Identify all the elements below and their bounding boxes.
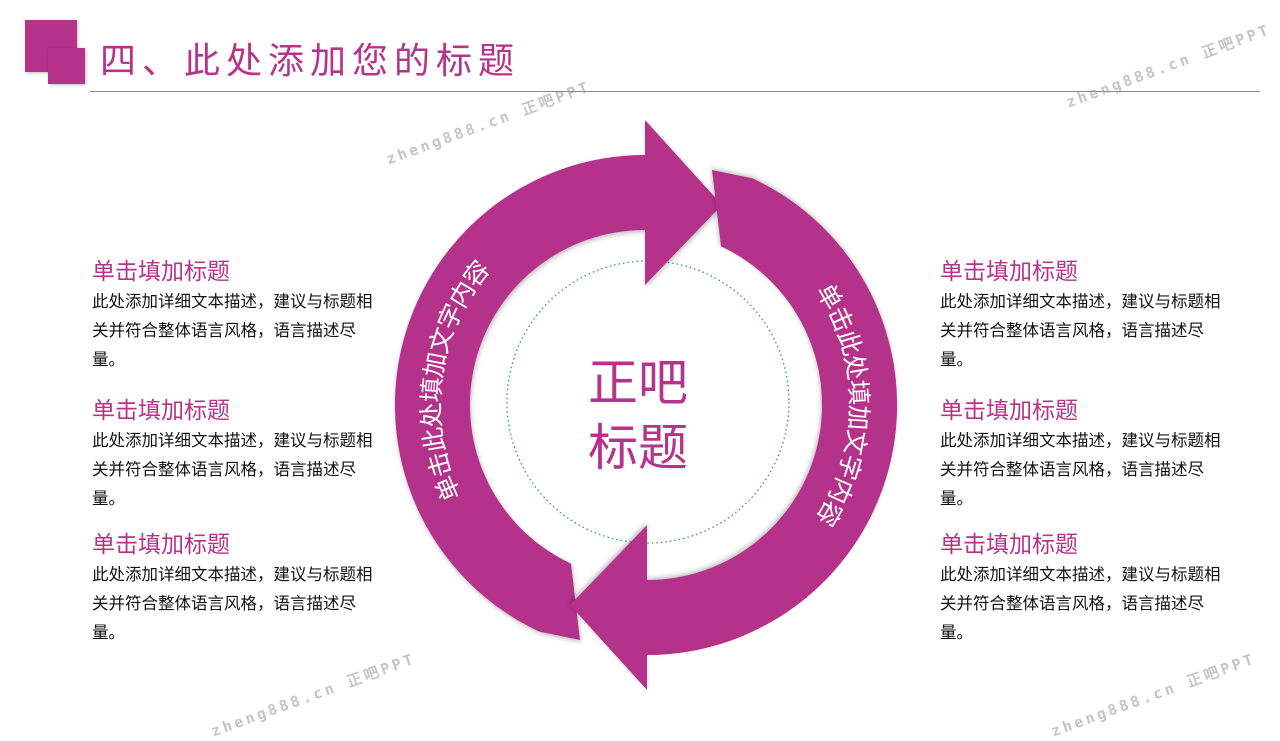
block-body: 此处添加详细文本描述，建议与标题相关并符合整体语言风格，语言描述尽量。	[940, 431, 1221, 508]
block-title: 单击填加标题	[92, 398, 230, 424]
block-title: 单击填加标题	[940, 259, 1078, 285]
block-title: 单击填加标题	[940, 398, 1078, 424]
right-text-block-3[interactable]: 单击填加标题 此处添加详细文本描述，建议与标题相关并符合整体语言风格，语言描述尽…	[940, 530, 1240, 647]
left-text-block-2[interactable]: 单击填加标题 此处添加详细文本描述，建议与标题相关并符合整体语言风格，语言描述尽…	[92, 396, 392, 513]
decor-square-front	[48, 48, 85, 84]
page-title: 四、此处添加您的标题	[100, 41, 521, 82]
block-body: 此处添加详细文本描述，建议与标题相关并符合整体语言风格，语言描述尽量。	[92, 431, 373, 508]
cycle-arrow-top-left	[394, 120, 722, 640]
left-text-block-1[interactable]: 单击填加标题 此处添加详细文本描述，建议与标题相关并符合整体语言风格，语言描述尽…	[92, 257, 392, 374]
block-body: 此处添加详细文本描述，建议与标题相关并符合整体语言风格，语言描述尽量。	[92, 292, 373, 369]
center-title-line1[interactable]: 正吧	[588, 354, 688, 412]
title-divider	[90, 91, 1260, 92]
left-text-block-3[interactable]: 单击填加标题 此处添加详细文本描述，建议与标题相关并符合整体语言风格，语言描述尽…	[92, 530, 392, 647]
block-body: 此处添加详细文本描述，建议与标题相关并符合整体语言风格，语言描述尽量。	[940, 292, 1221, 369]
center-title-line2[interactable]: 标题	[588, 419, 688, 477]
cycle-arrow-bottom-right	[570, 170, 898, 690]
dotted-guide-circle	[506, 260, 790, 544]
block-title: 单击填加标题	[940, 532, 1078, 558]
block-body: 此处添加详细文本描述，建议与标题相关并符合整体语言风格，语言描述尽量。	[92, 565, 373, 642]
right-text-block-1[interactable]: 单击填加标题 此处添加详细文本描述，建议与标题相关并符合整体语言风格，语言描述尽…	[940, 257, 1240, 374]
right-text-block-2[interactable]: 单击填加标题 此处添加详细文本描述，建议与标题相关并符合整体语言风格，语言描述尽…	[940, 396, 1240, 513]
cycle-diagram: 单击此处填加文字内容 单击此处填加文字内容 正吧 标题	[394, 120, 898, 690]
block-body: 此处添加详细文本描述，建议与标题相关并符合整体语言风格，语言描述尽量。	[940, 565, 1221, 642]
block-title: 单击填加标题	[92, 532, 230, 558]
block-title: 单击填加标题	[92, 259, 230, 285]
